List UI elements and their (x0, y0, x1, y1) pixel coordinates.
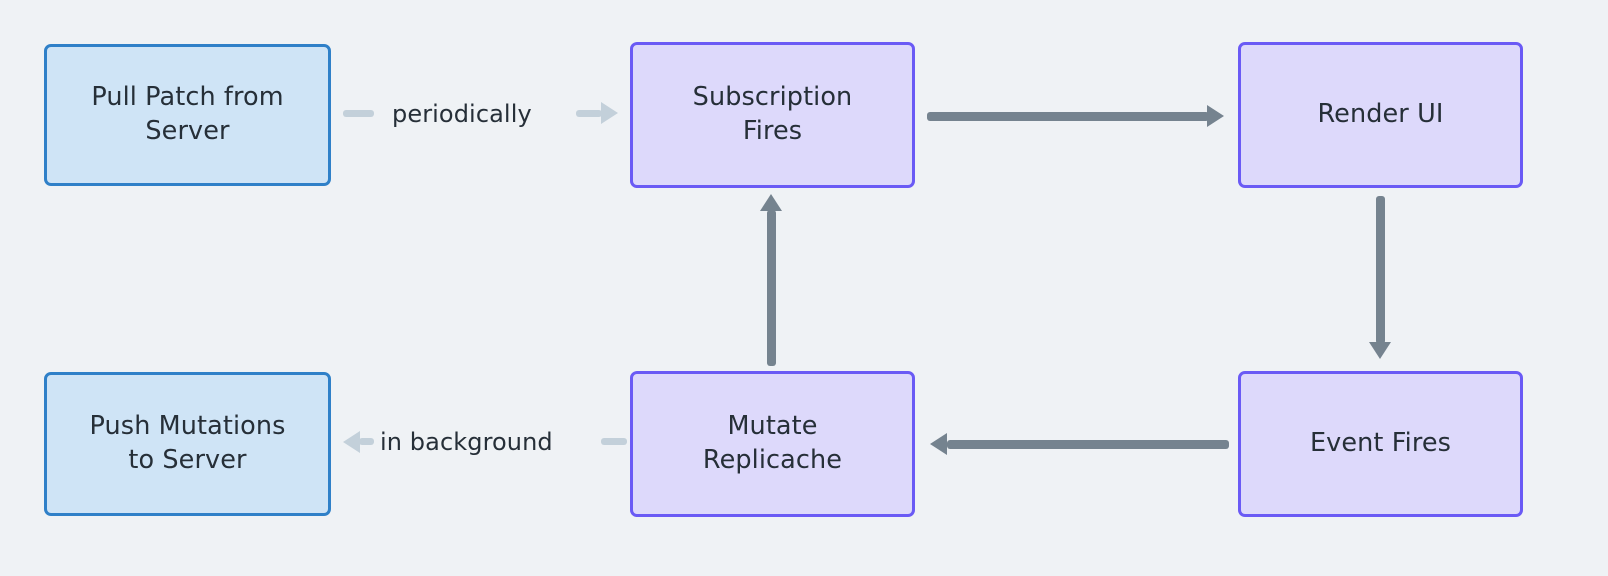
edge-mutate-to-push-line-right (601, 438, 627, 445)
arrowhead-left-icon (930, 433, 947, 455)
node-label: Event Fires (1309, 428, 1452, 459)
edge-pull-to-subscription-line-left (343, 110, 374, 117)
edge-mutate-to-subscription-line (767, 210, 776, 366)
edge-mutate-to-push-line-left (359, 438, 374, 445)
node-subscription-fires[interactable]: Subscription Fires (630, 42, 915, 188)
edge-pull-to-subscription-line-right (576, 110, 602, 117)
edge-event-to-mutate-line (947, 440, 1229, 449)
node-render-ui[interactable]: Render UI (1238, 42, 1523, 188)
arrowhead-right-icon (601, 102, 618, 124)
node-pull-patch-from-server[interactable]: Pull Patch from Server (44, 44, 331, 186)
node-label: Pull Patch from Server (91, 82, 284, 146)
node-push-mutations-to-server[interactable]: Push Mutations to Server (44, 372, 331, 516)
arrowhead-up-icon (760, 194, 782, 211)
edge-label-periodically: periodically (392, 100, 532, 128)
node-label: Render UI (1317, 99, 1444, 130)
node-event-fires[interactable]: Event Fires (1238, 371, 1523, 517)
edge-render-to-event-line (1376, 196, 1385, 344)
edge-label-in-background: in background (380, 428, 553, 456)
arrowhead-down-icon (1369, 342, 1391, 359)
node-mutate-replicache[interactable]: Mutate Replicache (630, 371, 915, 517)
node-label: Mutate Replicache (702, 411, 843, 475)
node-label: Push Mutations to Server (89, 411, 286, 475)
node-label: Subscription Fires (692, 82, 853, 146)
arrowhead-right-icon (1207, 105, 1224, 127)
edge-subscription-to-render-line (927, 112, 1209, 121)
arrowhead-left-icon (343, 431, 360, 453)
